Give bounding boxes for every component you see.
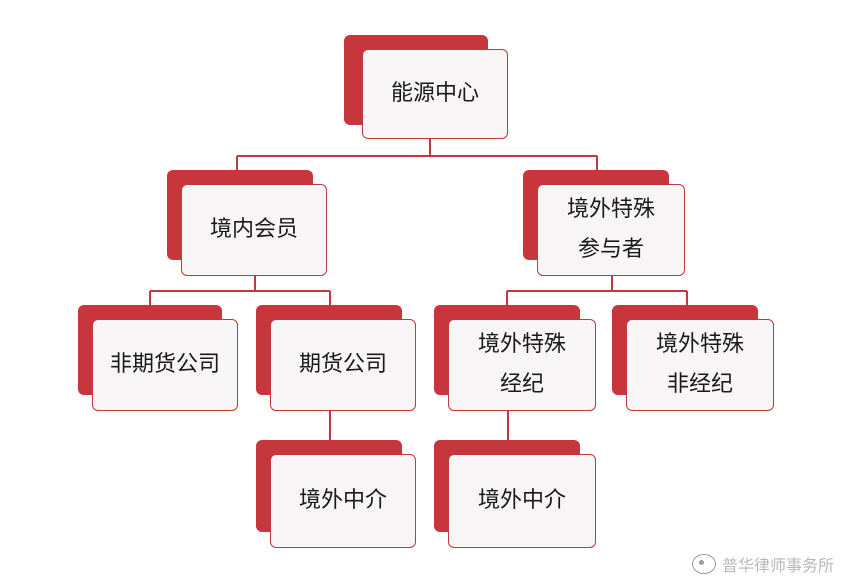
node-overseas-special-broker-line2: 经纪: [499, 372, 544, 397]
weibo-logo-icon: [691, 554, 716, 574]
node-domestic-member: 境内会员: [167, 170, 329, 278]
node-overseas-special-non-broker-line2: 非经纪: [666, 372, 733, 397]
node-overseas-special-participant: 境外特殊 参与者: [523, 170, 687, 278]
node-overseas-intermediary-left: 境外中介: [256, 440, 418, 550]
node-overseas-intermediary-left-label: 境外中介: [298, 488, 387, 514]
watermark: 普华律师事务所: [691, 552, 834, 576]
node-card: 境外特殊 参与者: [537, 184, 685, 276]
watermark-text: 普华律师事务所: [721, 556, 834, 575]
node-overseas-special-participant-line1: 境外特殊: [566, 197, 655, 223]
node-card: 期货公司: [270, 319, 416, 411]
node-overseas-special-broker-line1: 境外特殊: [477, 332, 566, 358]
node-card: 境内会员: [181, 184, 327, 276]
node-overseas-intermediary-right-label: 境外中介: [477, 488, 566, 514]
node-non-futures-company: 非期货公司: [78, 305, 240, 413]
node-card: 境外特殊 非经纪: [626, 319, 774, 411]
node-card: 境外中介: [448, 454, 596, 548]
node-futures-company: 期货公司: [256, 305, 418, 413]
node-overseas-special-participant-line2: 参与者: [577, 237, 644, 262]
node-non-futures-company-label: 非期货公司: [109, 352, 220, 378]
node-overseas-intermediary-right: 境外中介: [434, 440, 598, 550]
node-overseas-special-non-broker: 境外特殊 非经纪: [612, 305, 776, 413]
node-root: 能源中心: [344, 35, 510, 141]
node-card: 境外特殊 经纪: [448, 319, 596, 411]
node-domestic-member-label: 境内会员: [209, 217, 298, 243]
node-card: 境外中介: [270, 454, 416, 548]
node-overseas-special-non-broker-line1: 境外特殊: [655, 332, 744, 358]
node-card: 非期货公司: [92, 319, 238, 411]
node-card: 能源中心: [362, 49, 508, 139]
node-root-label: 能源中心: [390, 81, 479, 107]
node-futures-company-label: 期货公司: [298, 352, 387, 378]
node-overseas-special-broker: 境外特殊 经纪: [434, 305, 598, 413]
